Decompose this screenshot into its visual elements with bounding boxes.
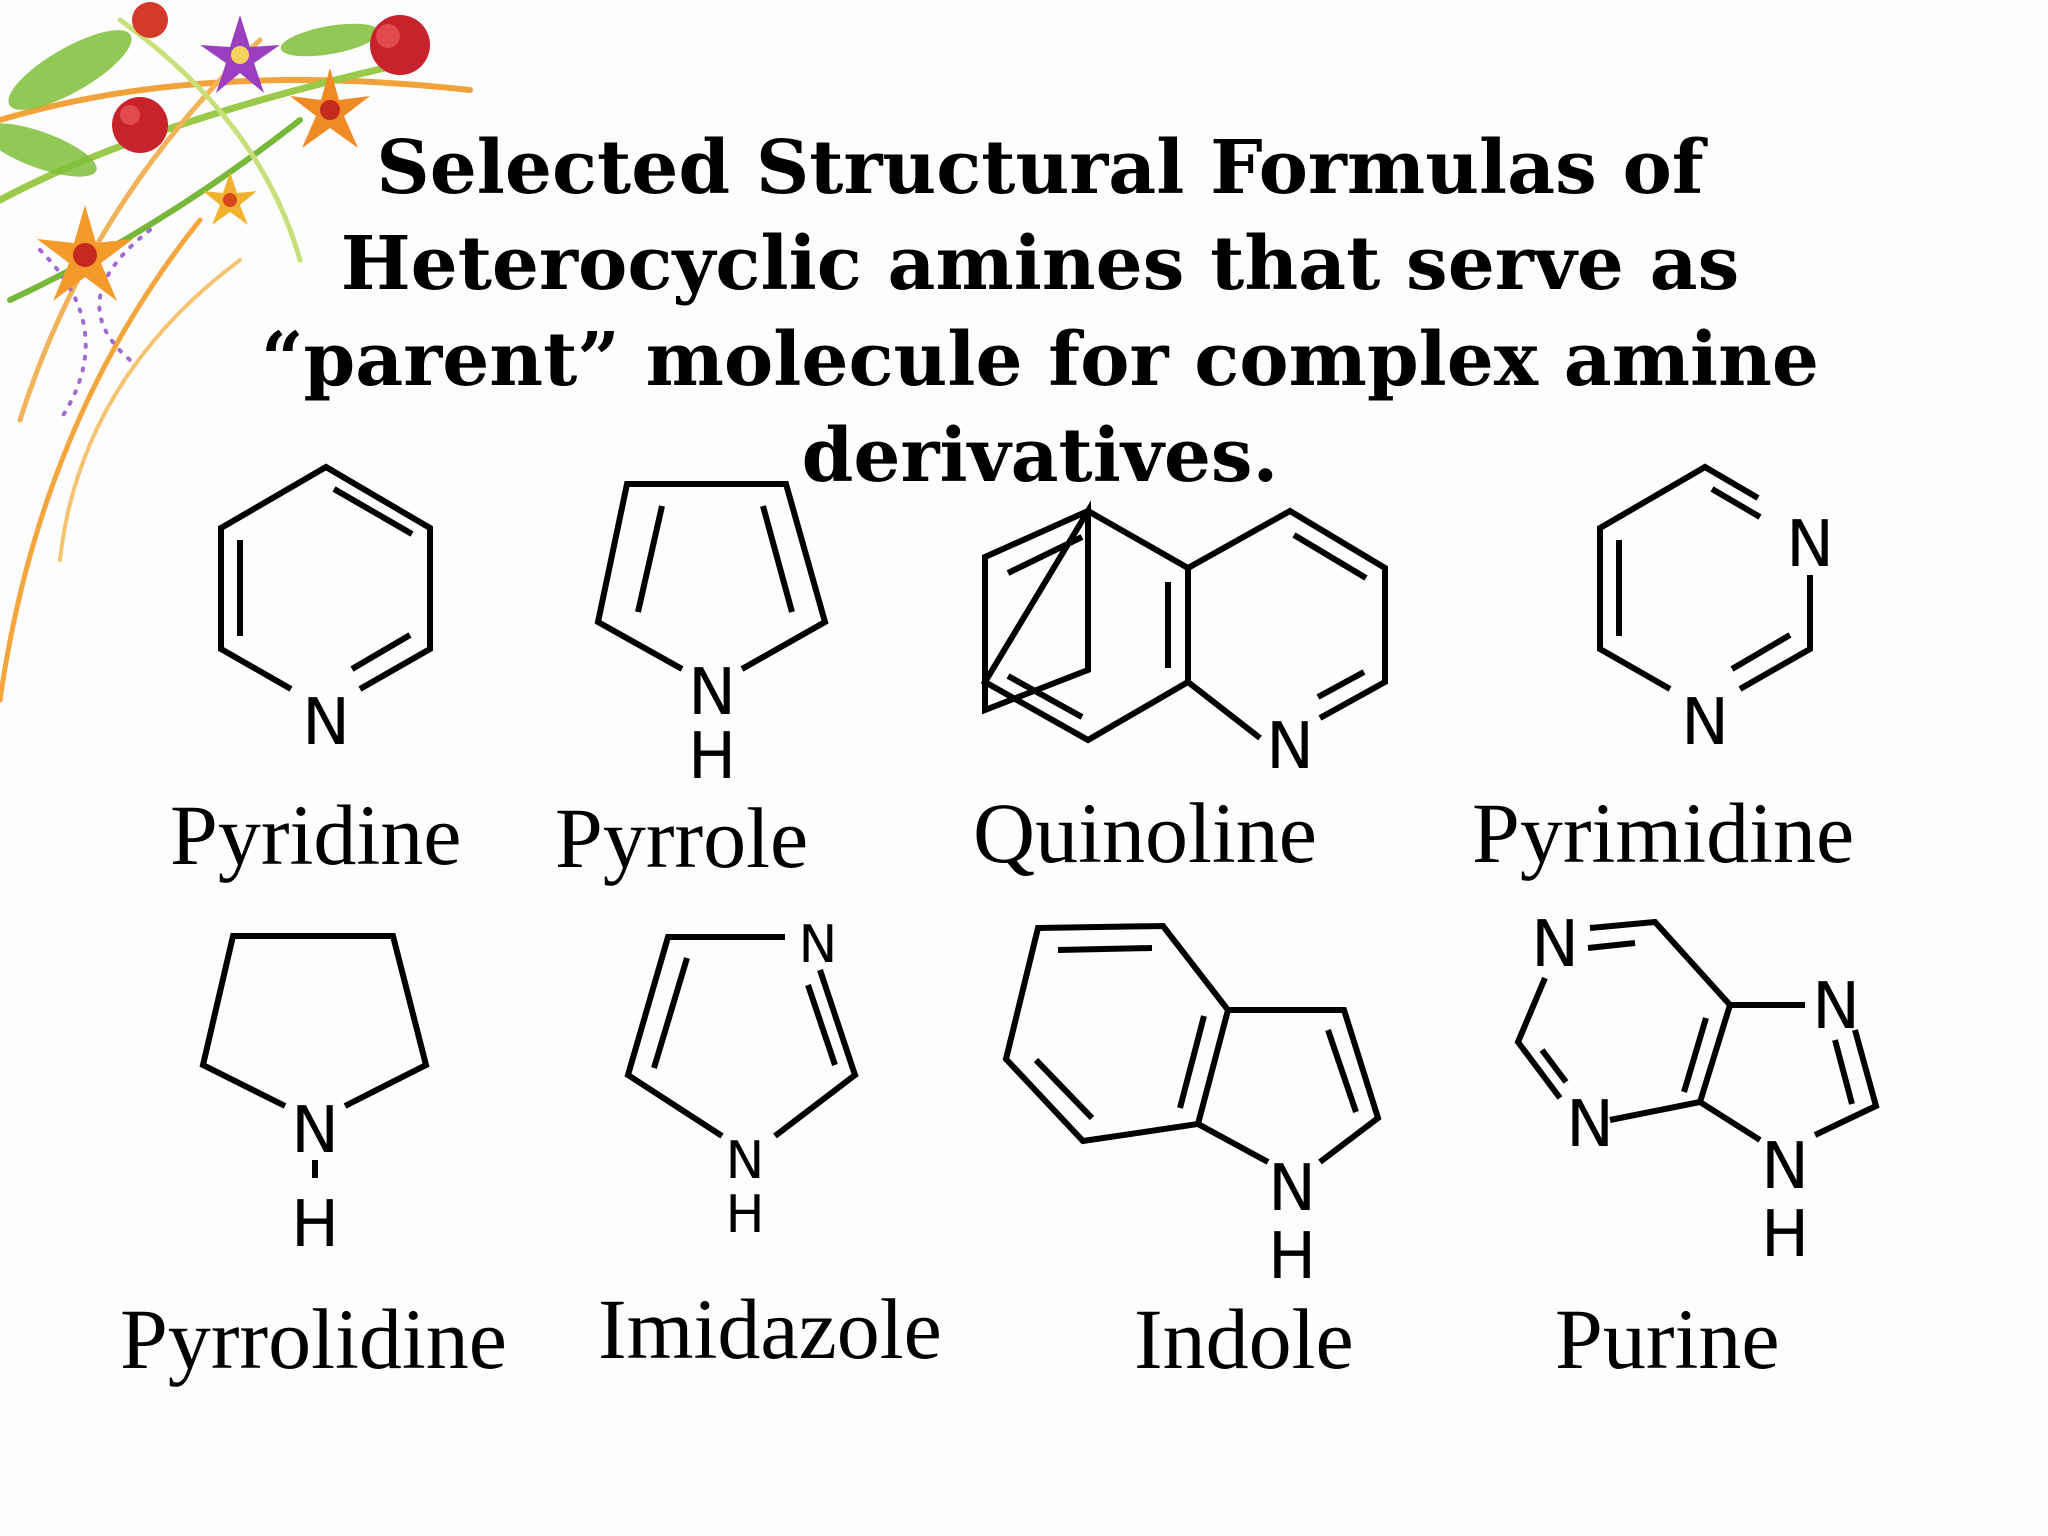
- imidazole-structure: N N H: [624, 915, 859, 1245]
- nitrogen-atom: N: [1761, 1130, 1809, 1204]
- nitrogen-atom: N: [726, 1131, 765, 1191]
- label-imidazole: Imidazole: [598, 1281, 942, 1377]
- label-purine: Purine: [1555, 1291, 1780, 1387]
- label-quinoline: Quinoline: [973, 785, 1317, 881]
- title-line-3: “parent” molecule for complex amine: [260, 317, 1819, 403]
- hydrogen-atom: H: [688, 720, 736, 794]
- indole-structure: N H: [1002, 922, 1382, 1294]
- nitrogen-atom: N: [1812, 970, 1860, 1044]
- label-pyridine: Pyridine: [170, 787, 462, 883]
- hydrogen-atom: H: [1761, 1198, 1809, 1272]
- slide-title: Selected Structural Formulas of Heterocy…: [230, 120, 1850, 504]
- nitrogen-atom: N: [799, 915, 838, 975]
- label-pyrrole: Pyrrole: [555, 790, 809, 886]
- hydrogen-atom: H: [725, 1185, 764, 1245]
- floral-corner-decoration: [0, 2, 473, 703]
- label-pyrrolidine: Pyrrolidine: [120, 1291, 507, 1387]
- hydrogen-atom: H: [1268, 1220, 1316, 1294]
- nitrogen-atom: N: [1268, 1152, 1316, 1226]
- pyrimidine-structure: N N: [1597, 463, 1834, 760]
- nitrogen-atom: N: [302, 686, 350, 760]
- quinoline-structure: N: [980, 500, 1388, 784]
- title-line-2: Heterocyclic amines that serve as: [340, 221, 1740, 307]
- pyrrole-structure: N H: [594, 481, 829, 794]
- pyridine-structure: N: [218, 463, 433, 760]
- nitrogen-atom: N: [291, 1094, 339, 1168]
- purine-structure: N N N N H: [1514, 908, 1880, 1272]
- nitrogen-atom: N: [688, 656, 736, 730]
- nitrogen-atom: N: [1566, 1088, 1614, 1162]
- nitrogen-atom: N: [1786, 508, 1834, 582]
- nitrogen-atom: N: [1531, 908, 1579, 982]
- nitrogen-atom: N: [1266, 710, 1314, 784]
- pyrrolidine-structure: N H: [199, 933, 430, 1262]
- label-indole: Indole: [1134, 1291, 1354, 1387]
- title-line-1: Selected Structural Formulas of: [376, 125, 1704, 211]
- label-pyrimidine: Pyrimidine: [1472, 785, 1855, 881]
- hydrogen-atom: H: [291, 1188, 339, 1262]
- nitrogen-atom: N: [1681, 686, 1729, 760]
- title-line-4: derivatives.: [801, 413, 1279, 499]
